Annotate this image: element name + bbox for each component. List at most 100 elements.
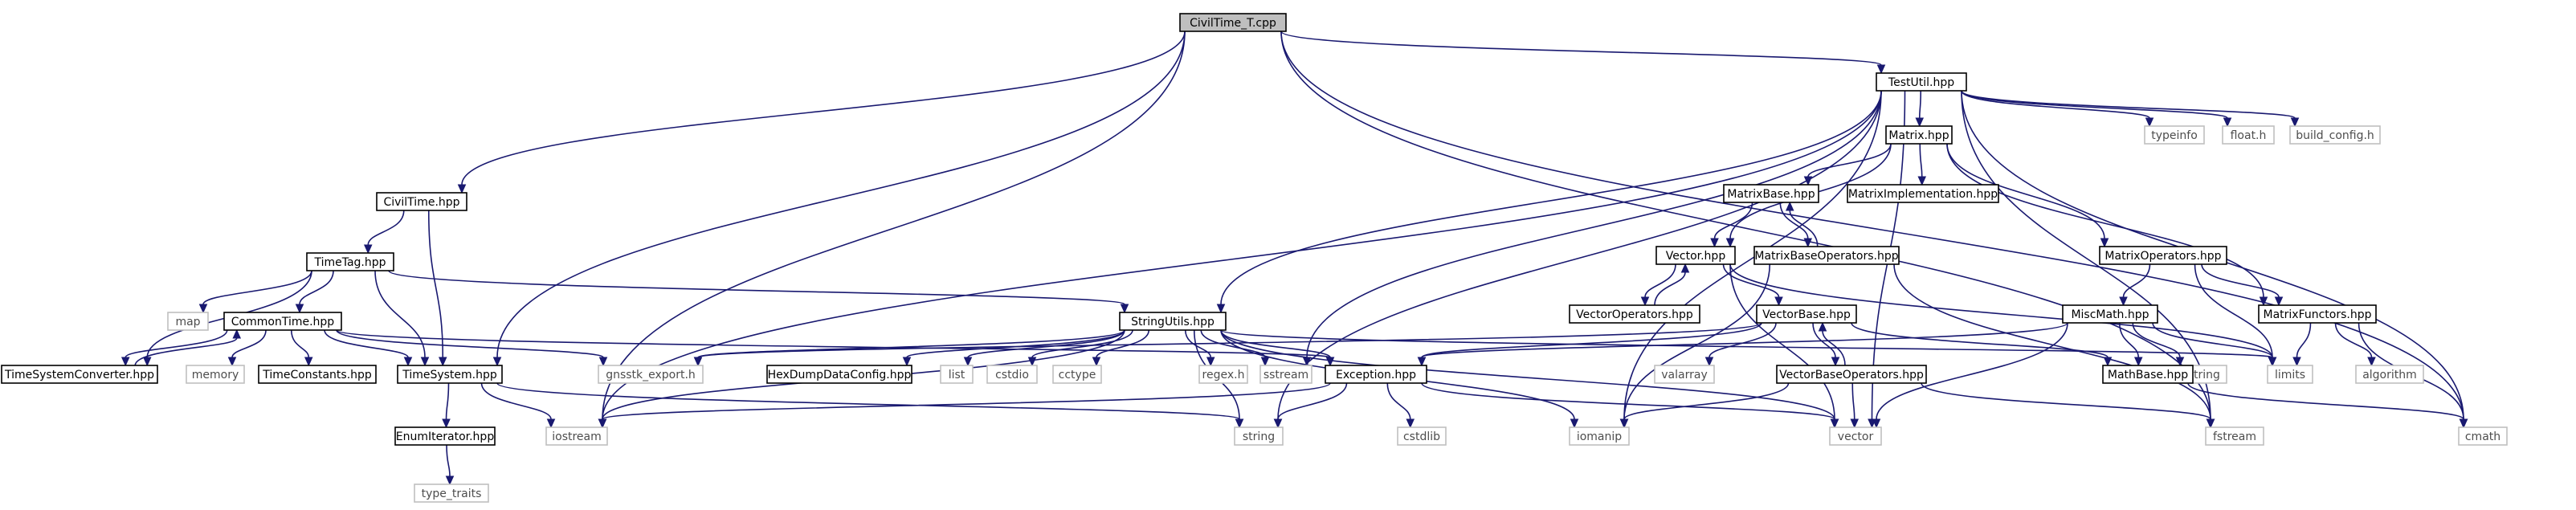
- node-box: [2289, 125, 2381, 145]
- node-valarray: valarray: [1654, 365, 1715, 384]
- node-box: [1569, 426, 1630, 446]
- node-box: [940, 365, 974, 384]
- node-box: [2102, 365, 2194, 384]
- arrowhead-icon: [2145, 117, 2154, 128]
- node-box: [2267, 365, 2313, 384]
- edge-miscmath-to-exception: [1417, 322, 2068, 367]
- node-vectorbaseops[interactable]: VectorBaseOperators.hpp: [1776, 365, 1927, 384]
- node-civiltime[interactable]: CivilTime.hpp: [376, 192, 467, 211]
- edge-timesystem-to-enumiter: [442, 382, 451, 429]
- node-box: [2222, 125, 2275, 145]
- node-matrixbase[interactable]: MatrixBase.hpp: [1723, 184, 1819, 203]
- node-hexdump[interactable]: HexDumpDataConfig.hpp: [766, 365, 912, 384]
- node-buildconfig: build_config.h: [2289, 125, 2381, 145]
- node-box: [167, 312, 209, 331]
- node-label: iostream: [552, 430, 602, 443]
- node-box: [2355, 365, 2424, 384]
- arrowhead-icon: [304, 357, 313, 367]
- edge-vector-to-vectorbase: [1722, 263, 1783, 307]
- node-enumiter[interactable]: EnumIterator.hpp: [394, 426, 496, 446]
- node-box: [1753, 246, 1900, 265]
- edge-matrixfunctors-to-algorithm: [2334, 322, 2376, 367]
- node-gnsstk: gnsstk_export.h: [598, 365, 704, 384]
- arrowhead-icon: [1417, 357, 1427, 367]
- node-box: [1885, 125, 1953, 145]
- node-box: [1234, 426, 1284, 446]
- node-exception[interactable]: Exception.hpp: [1325, 365, 1427, 384]
- node-algorithm: algorithm: [2355, 365, 2424, 384]
- node-matrixbaseops[interactable]: MatrixBaseOperators.hpp: [1753, 246, 1900, 265]
- node-cstdio: cstdio: [986, 365, 1038, 384]
- arrowhead-icon: [232, 328, 242, 339]
- arrowhead-icon: [442, 418, 451, 429]
- node-label: TimeSystem.hpp: [402, 369, 497, 381]
- node-box: [223, 312, 342, 331]
- arrowhead-icon: [1570, 418, 1579, 429]
- node-testutil[interactable]: TestUtil.hpp: [1876, 72, 1967, 92]
- node-tsconv[interactable]: TimeSystemConverter.hpp: [1, 365, 158, 384]
- node-label: MatrixOperators.hpp: [2104, 250, 2221, 263]
- node-sstream: sstream: [1259, 365, 1312, 384]
- arrowhead-icon: [2133, 357, 2143, 367]
- arrowhead-icon: [1710, 238, 1719, 248]
- node-vector[interactable]: Vector.hpp: [1655, 246, 1736, 265]
- node-matriximpl[interactable]: MatrixImplementation.hpp: [1847, 184, 1999, 203]
- edge-commontime-to-memory: [227, 329, 267, 367]
- edge-testutil-to-typeinfo: [1961, 90, 2154, 128]
- arrowhead-icon: [1803, 238, 1813, 248]
- node-mathbase[interactable]: MathBase.hpp: [2102, 365, 2194, 384]
- arrowhead-icon: [363, 244, 373, 255]
- node-timetag[interactable]: TimeTag.hpp: [306, 252, 394, 271]
- node-stringutils[interactable]: StringUtils.hpp: [1119, 312, 1227, 331]
- node-label: cstdio: [995, 369, 1029, 381]
- edge-stringutils-to-sstream: [1200, 329, 1270, 367]
- edge-stringutils-to-stdvector: [1220, 329, 1839, 429]
- node-miscmath[interactable]: MiscMath.hpp: [2062, 304, 2158, 324]
- node-label: StringUtils.hpp: [1131, 316, 1215, 328]
- arrowhead-icon: [1406, 418, 1415, 429]
- edge-timetag-to-commontime: [295, 270, 334, 314]
- node-label: CommonTime.hpp: [231, 316, 335, 328]
- arrowhead-icon: [227, 357, 237, 367]
- edge-miscmath-to-stdvector: [1872, 322, 2068, 429]
- node-box: [186, 365, 245, 384]
- edge-vector-to-vectorops: [1640, 263, 1676, 307]
- edge-timetag-to-timesystem: [374, 270, 430, 367]
- edge-matrix-to-matrixops: [1946, 143, 2109, 248]
- edge-root-to-testutil: [1280, 31, 1886, 75]
- node-box: [2099, 246, 2227, 265]
- node-label: TimeTag.hpp: [313, 256, 386, 269]
- arrowhead-icon: [598, 418, 607, 429]
- node-timesystem[interactable]: TimeSystem.hpp: [397, 365, 503, 384]
- edge-testutil-to-matrix: [1915, 90, 1925, 128]
- node-matrixfunctors[interactable]: MatrixFunctors.hpp: [2258, 304, 2377, 324]
- node-label: VectorBaseOperators.hpp: [1779, 369, 1924, 381]
- arrowhead-icon: [492, 357, 502, 367]
- node-typetraits: type_traits: [414, 483, 489, 503]
- node-matrixops[interactable]: MatrixOperators.hpp: [2099, 246, 2227, 265]
- edge-matrixops-to-miscmath: [2119, 263, 2151, 307]
- node-commontime[interactable]: CommonTime.hpp: [223, 312, 342, 331]
- node-root[interactable]: CivilTime_T.cpp: [1179, 13, 1287, 32]
- arrowhead-icon: [1915, 117, 1925, 128]
- arrowhead-icon: [1785, 201, 1794, 211]
- node-typeinfo: typeinfo: [2144, 125, 2205, 145]
- node-box: [1179, 13, 1287, 32]
- edge-timetag-to-stringutils: [388, 270, 1129, 314]
- node-vectorops[interactable]: VectorOperators.hpp: [1569, 304, 1700, 324]
- arrowhead-icon: [2175, 357, 2185, 367]
- arrowhead-icon: [1640, 296, 1650, 307]
- arrowhead-icon: [1680, 263, 1690, 273]
- arrowhead-icon: [2290, 117, 2300, 128]
- arrowhead-icon: [1725, 238, 1735, 248]
- node-box: [2458, 426, 2508, 446]
- node-vectorbase[interactable]: VectorBase.hpp: [1756, 304, 1857, 324]
- arrowhead-icon: [1619, 418, 1629, 429]
- node-timeconst[interactable]: TimeConstants.hpp: [258, 365, 377, 384]
- node-box: [2258, 304, 2377, 324]
- node-matrix[interactable]: Matrix.hpp: [1885, 125, 1953, 145]
- edge-matrix-to-matriximpl: [1917, 143, 1927, 186]
- node-box: [306, 252, 394, 271]
- node-box: [1847, 184, 1999, 203]
